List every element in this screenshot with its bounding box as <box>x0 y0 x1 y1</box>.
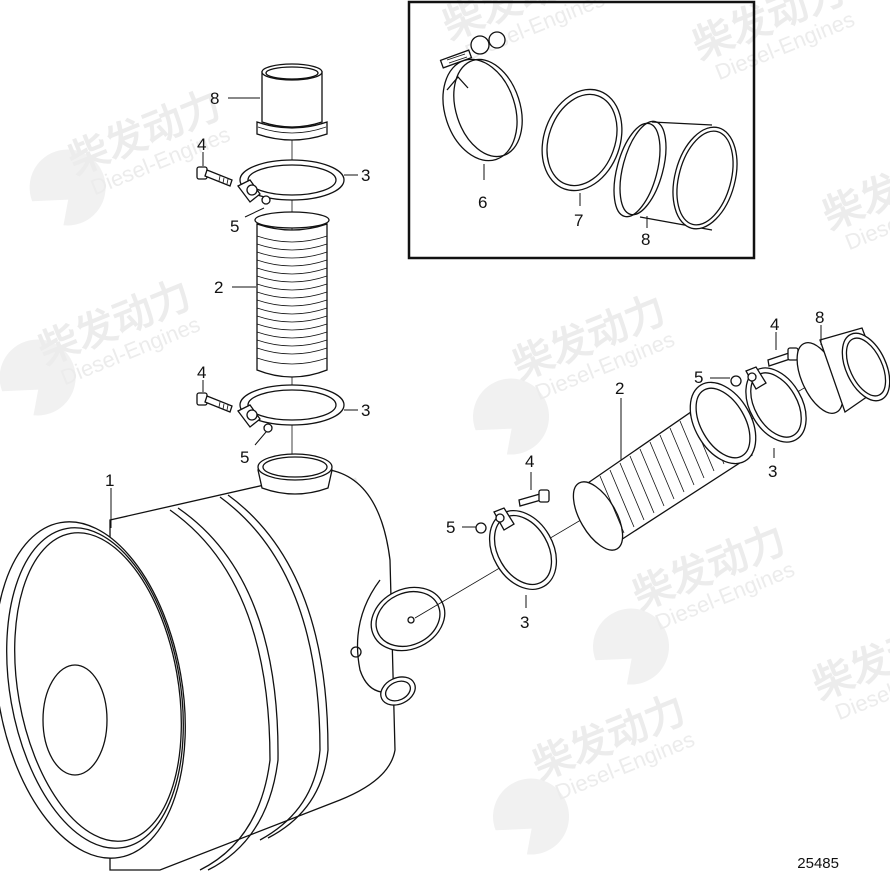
inset-border <box>407 0 756 260</box>
callout-2-right: 2 <box>615 379 624 398</box>
callout-7: 7 <box>574 211 583 230</box>
figure-number: 25485 <box>797 855 839 872</box>
callout-4-right: 4 <box>770 315 779 334</box>
flex-pipe-right-part-2 <box>572 381 757 551</box>
callout-5-top1: 5 <box>230 217 239 236</box>
nut-mid-part-5 <box>475 522 487 534</box>
callout-4-top2: 4 <box>197 363 206 382</box>
callout-8-top: 8 <box>210 89 219 108</box>
pipe-connector-right-part-8 <box>796 327 890 414</box>
clamp-lower-part-3 <box>237 384 345 433</box>
callout-4-top1: 4 <box>197 135 206 154</box>
callout-3-right: 3 <box>768 462 777 481</box>
clamp-right-part-3 <box>745 366 807 443</box>
bolt-lower-part-4 <box>196 392 233 413</box>
callout-2-top: 2 <box>214 278 223 297</box>
callout-5-mid: 5 <box>446 518 455 537</box>
flex-pipe-top-part-2 <box>254 211 330 378</box>
callout-1: 1 <box>105 471 114 490</box>
callout-3-top2: 3 <box>361 401 370 420</box>
pipe-connector-top-part-8 <box>256 63 328 141</box>
callout-5-right: 5 <box>694 368 703 387</box>
callout-8-right: 8 <box>815 308 824 327</box>
detail-inset: 6 7 8 <box>407 0 756 260</box>
seal-ring-part-7 <box>541 88 623 192</box>
callout-8-inset: 8 <box>641 230 650 249</box>
bolt-mid-part-4 <box>518 489 550 507</box>
bolt-right-part-4 <box>767 347 799 367</box>
callout-5-top2: 5 <box>240 448 249 467</box>
callout-6: 6 <box>478 193 487 212</box>
bolt-top-part-4 <box>196 166 233 187</box>
callout-4-mid: 4 <box>525 452 534 471</box>
nut-right-part-5 <box>730 375 742 387</box>
vband-clamp-part-6 <box>439 31 523 162</box>
clamp-mid-part-3 <box>488 507 558 590</box>
callout-3-mid: 3 <box>520 613 529 632</box>
pipe-connector-part-8 <box>613 120 738 231</box>
callout-3-top1: 3 <box>361 166 370 185</box>
clamp-top-part-3 <box>237 159 345 205</box>
silencer-part-1 <box>0 453 446 871</box>
